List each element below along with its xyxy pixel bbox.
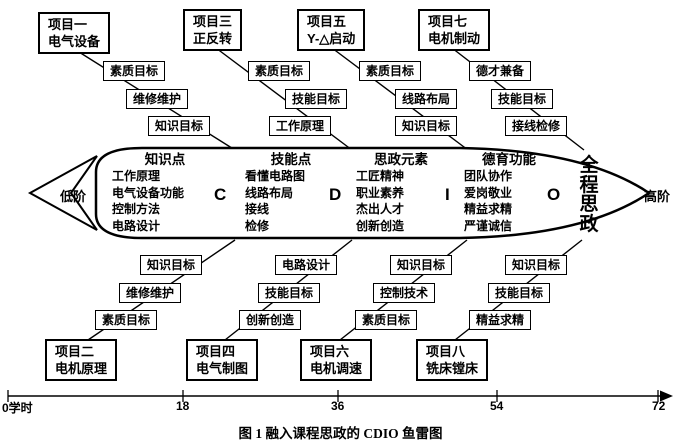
- project-box-5: 项目五 Y-△启动: [297, 9, 366, 51]
- axis-label-36: 36: [331, 399, 345, 413]
- project-name: 项目二: [55, 344, 95, 359]
- column-item: 创新创造: [356, 218, 405, 233]
- goal-box: 知识目标: [505, 255, 568, 275]
- column-skill-points: 技能点 看懂电路图 线路布局 接线 检修: [245, 151, 337, 234]
- column-ideology-elements: 思政元素 工匠精神 职业素养 杰出人才 创新创造: [356, 151, 446, 234]
- goal-box: 知识目标: [148, 116, 211, 136]
- column-item: 职业素养: [356, 185, 405, 200]
- project-name: 项目五: [307, 14, 347, 29]
- fish-tail-shape: [27, 155, 98, 231]
- column-item: 检修: [245, 218, 270, 233]
- goal-box: 工作原理: [269, 116, 332, 136]
- column-item: 电气设备功能: [112, 185, 185, 200]
- goal-box: 接线检修: [505, 116, 568, 136]
- column-header: 技能点: [270, 152, 312, 167]
- project-name: 项目三: [193, 14, 233, 29]
- goal-box: 德才兼备: [469, 61, 532, 81]
- column-item: 电路设计: [112, 218, 161, 233]
- goal-box: 控制技术: [373, 283, 436, 303]
- project-name: 项目八: [426, 344, 466, 359]
- cdio-letter-i: I: [445, 185, 450, 204]
- goal-box: 创新创造: [239, 310, 302, 330]
- project-topic: 铣床镗床: [426, 361, 479, 376]
- goal-box: 素质目标: [359, 61, 422, 81]
- project-name: 项目一: [48, 17, 88, 32]
- project-box-4: 项目四 电气制图: [186, 339, 259, 381]
- project-topic: 电气设备: [48, 34, 101, 49]
- goal-box: 知识目标: [140, 255, 203, 275]
- project-topic: 电气制图: [196, 361, 249, 376]
- column-item: 团队协作: [464, 169, 513, 183]
- column-item: 精益求精: [464, 202, 513, 216]
- project-box-6: 项目六 电机调速: [300, 339, 373, 381]
- goal-box: 素质目标: [248, 61, 311, 81]
- project-name: 项目七: [428, 14, 468, 29]
- fish-body-shape: [94, 146, 652, 240]
- column-item: 线路布局: [245, 185, 294, 200]
- column-header: 知识点: [144, 152, 186, 167]
- axis-label-0: 0学时: [2, 401, 33, 415]
- project-topic: 正反转: [193, 31, 233, 46]
- goal-box: 维修维护: [119, 283, 182, 303]
- goal-box: 技能目标: [285, 89, 348, 109]
- project-topic: Y-△启动: [307, 31, 356, 46]
- column-item: 看懂电路图: [245, 169, 306, 183]
- column-knowledge-points: 知识点 工作原理 电气设备功能 控制方法 电路设计: [112, 151, 218, 234]
- goal-box: 技能目标: [258, 283, 321, 303]
- figure-caption: 图 1 融入课程思政的 CDIO 鱼雷图: [238, 426, 443, 441]
- project-box-8: 项目八 铣床镗床: [416, 339, 489, 381]
- column-item: 工匠精神: [356, 169, 405, 183]
- axis-label-54: 54: [490, 399, 504, 413]
- project-topic: 电机制动: [428, 31, 481, 46]
- goal-box: 知识目标: [390, 255, 453, 275]
- column-item: 控制方法: [112, 202, 161, 216]
- cdio-letter-c: C: [214, 185, 227, 204]
- goal-box: 技能目标: [491, 89, 554, 109]
- column-header: 思政元素: [374, 152, 428, 167]
- project-box-2: 项目二 电机原理: [45, 339, 118, 381]
- goal-box: 线路布局: [395, 89, 458, 109]
- project-name: 项目六: [310, 344, 350, 359]
- project-box-7: 项目七 电机制动: [418, 9, 491, 51]
- axis-label-72: 72: [652, 399, 666, 413]
- column-item: 杰出人才: [356, 202, 405, 216]
- goal-box: 维修维护: [126, 89, 189, 109]
- column-item: 工作原理: [112, 169, 161, 183]
- goal-box: 素质目标: [95, 310, 158, 330]
- cdio-letter-o: O: [547, 185, 561, 204]
- goal-box: 精益求精: [469, 310, 532, 330]
- project-box-1: 项目一 电气设备: [38, 12, 111, 54]
- goal-box: 知识目标: [395, 116, 458, 136]
- column-moral-functions: 德育功能 团队协作 爱岗敬业 精益求精 严谨诚信: [464, 151, 554, 234]
- project-topic: 电机原理: [55, 361, 108, 376]
- low-stage-label: 低阶: [59, 189, 86, 204]
- column-item: 接线: [245, 202, 270, 216]
- goal-box: 电路设计: [275, 255, 338, 275]
- full-course-ideology-label: 全程思政: [579, 155, 599, 235]
- project-name: 项目四: [196, 344, 236, 359]
- goal-box: 技能目标: [488, 283, 551, 303]
- high-stage-label: 高阶: [644, 189, 671, 204]
- column-item: 严谨诚信: [464, 218, 513, 233]
- column-header: 德育功能: [482, 152, 536, 167]
- axis-label-18: 18: [176, 399, 190, 413]
- goal-box: 素质目标: [355, 310, 418, 330]
- project-topic: 电机调速: [310, 361, 363, 376]
- goal-box: 素质目标: [103, 61, 166, 81]
- cdio-letter-d: D: [329, 185, 342, 204]
- project-box-3: 项目三 正反转: [183, 9, 243, 51]
- column-item: 爱岗敬业: [464, 185, 513, 200]
- axis-arrowhead-icon: [660, 390, 673, 402]
